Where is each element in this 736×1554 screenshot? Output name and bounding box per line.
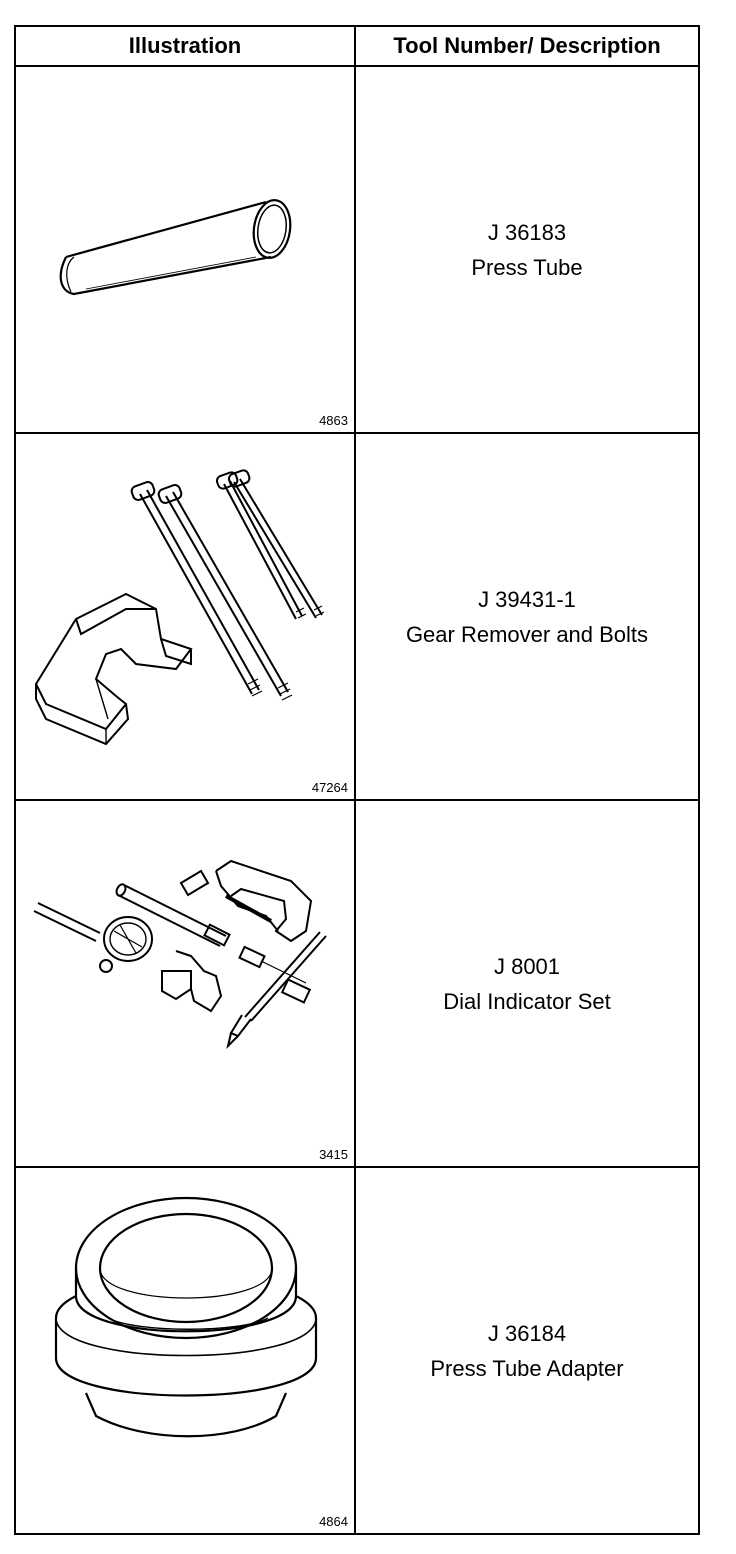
figure-number: 3415 [319, 1147, 348, 1162]
tool-description-cell: J 36183 Press Tube [354, 65, 700, 434]
header-tool-description: Tool Number/ Description [354, 25, 700, 67]
tool-number: J 8001 [493, 953, 561, 979]
tool-number: J 36184 [487, 1320, 567, 1346]
tool-number: J 36183 [487, 219, 567, 245]
tool-description-cell: J 36184 Press Tube Adapter [354, 1166, 700, 1535]
tool-description-cell: J 39431-1 Gear Remover and Bolts [354, 432, 700, 801]
illustration-cell: 3415 [14, 799, 356, 1168]
illustration-cell: 4863 [14, 65, 356, 434]
press-tube-icon [59, 199, 292, 296]
table-header-row: Illustration Tool Number/ Description [14, 25, 700, 67]
table-row: 47264 J 39431-1 Gear Remover and Bolts [14, 432, 700, 801]
figure-number: 4864 [319, 1514, 348, 1529]
press-tube-adapter-icon [54, 1196, 318, 1438]
header-illustration: Illustration [14, 25, 356, 67]
tool-table: Illustration Tool Number/ Description 48… [14, 25, 700, 1535]
figure-number: 47264 [311, 780, 348, 795]
gear-remover-icon [34, 469, 325, 746]
table-row: 4863 J 36183 Press Tube [14, 65, 700, 434]
tool-description: Press Tube Adapter [430, 1355, 624, 1381]
tool-description: Dial Indicator Set [443, 988, 611, 1014]
illustration-cell: 4864 [14, 1166, 356, 1535]
dial-indicator-icon [33, 859, 327, 1050]
table-row: 3415 J 8001 Dial Indicator Set [14, 799, 700, 1168]
figure-number: 4863 [319, 413, 348, 428]
tool-description: Gear Remover and Bolts [405, 621, 649, 647]
tool-description-cell: J 8001 Dial Indicator Set [354, 799, 700, 1168]
illustration-cell: 47264 [14, 432, 356, 801]
tool-number: J 39431-1 [478, 586, 576, 612]
table-row: 4864 J 36184 Press Tube Adapter [14, 1166, 700, 1535]
tool-description: Press Tube [471, 254, 583, 280]
